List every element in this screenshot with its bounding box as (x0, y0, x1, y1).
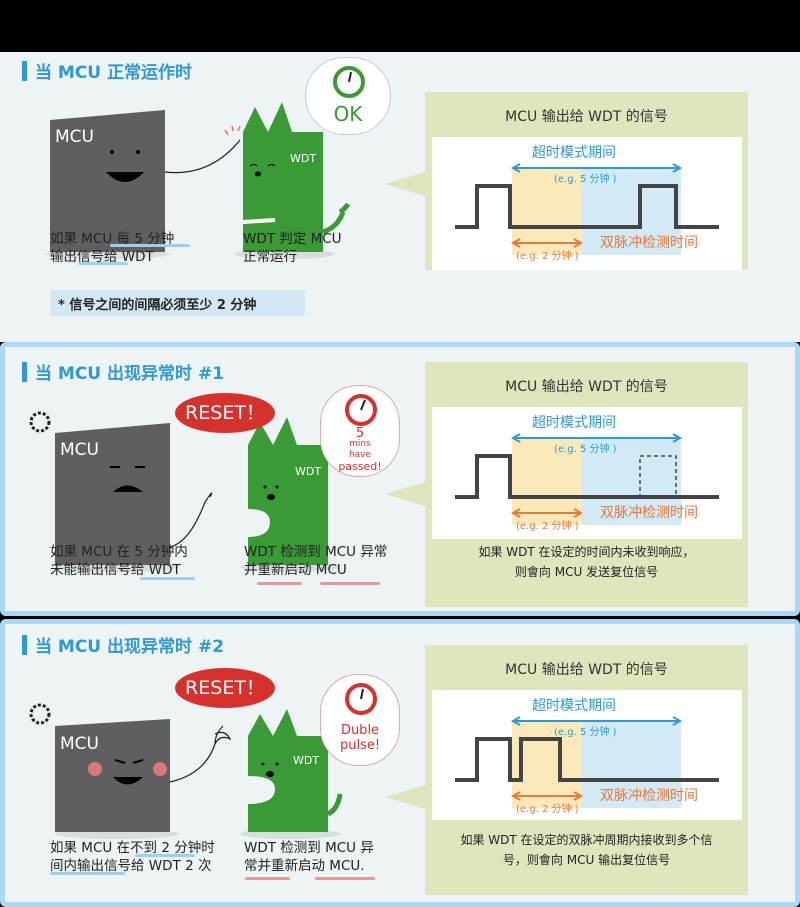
caption-wdt: WDT 检测到 MCU 异常并重新启动 MCU. (244, 840, 374, 874)
signal-box: MCU 输出给 WDT 的信号 超时模式期间 (e.g. 5 分钟 ) (e.g… (385, 645, 748, 895)
mcu-wdt-illustration: MCU WDT (29, 411, 340, 572)
ok-text: OK (333, 102, 363, 126)
svg-text:WDT: WDT (290, 152, 316, 165)
scribble-icon (29, 411, 51, 433)
signal-box: MCU 输出给 WDT 的信号 超时模式期间 (e.g. 5 分钟 ) (e.g… (385, 362, 748, 607)
explanation-text: 如果 WDT 在设定的时间内未收到响应，则會向 MCU 发送复位信号 (478, 545, 695, 579)
caption-wdt: WDT 检测到 MCU 异常并重新启动 MCU (244, 544, 388, 578)
svg-text:WDT: WDT (295, 465, 321, 478)
mcu-wdt-illustration: MCU WDT (46, 102, 351, 259)
wdt-character: WDT (240, 709, 343, 839)
svg-text:超时模式期间: 超时模式期间 (532, 415, 616, 431)
wdt-character: WDT (240, 417, 340, 572)
mcu-wdt-illustration: MCU WDT (29, 703, 343, 839)
svg-text:超时模式期间: 超时模式期间 (532, 698, 616, 714)
mcu-character: MCU (55, 719, 179, 839)
svg-text:MCU: MCU (60, 734, 99, 754)
svg-text:(e.g. 5 分钟 ): (e.g. 5 分钟 ) (554, 442, 617, 455)
section-title-text: 当 MCU 正常运作时 (35, 63, 193, 83)
section-title-text: 当 MCU 出现异常时 #2 (35, 637, 225, 657)
section-title-text: 当 MCU 出现异常时 #1 (35, 364, 225, 384)
caption-mcu: 如果 MCU 在不到 2 分钟时间内输出信号给 WDT 2 次 (50, 840, 215, 874)
waveform: 超时模式期间 (e.g. 5 分钟 ) (e.g. 2 分钟 ) 双脉冲检测时间 (432, 690, 742, 820)
section-title: 当 MCU 正常运作时 (22, 58, 192, 83)
waveform: 超时模式期间 (e.g. 5 分钟 ) (e.g. 2 分钟 ) 双脉冲检测时间 (432, 407, 742, 539)
section-title: 当 MCU 出现异常时 #2 (22, 632, 224, 657)
signal-title: MCU 输出给 WDT 的信号 (505, 662, 668, 678)
reset-bubble: RESET！ (175, 668, 275, 708)
clock-icon (345, 683, 377, 715)
scribble-icon (29, 703, 51, 725)
svg-text:MCU: MCU (55, 127, 94, 147)
signal-title: MCU 输出给 WDT 的信号 (505, 109, 668, 125)
svg-text:双脉冲检测时间: 双脉冲检测时间 (600, 505, 698, 521)
svg-text:(e.g. 2 分钟 ): (e.g. 2 分钟 ) (516, 802, 579, 815)
mcu-character: MCU (55, 423, 179, 572)
svg-text:(e.g. 5 分钟 ): (e.g. 5 分钟 ) (554, 172, 617, 185)
interval-note: * 信号之间的间隔必须至少 2 分钟 (50, 290, 305, 316)
waveform: 超时模式期间 (e.g. 5 分钟 ) (e.g. 2 分钟 ) 双脉冲检测时间 (432, 137, 742, 270)
svg-text:双脉冲检测时间: 双脉冲检测时间 (600, 235, 698, 251)
mcu-character: MCU (46, 110, 170, 259)
signal-box: MCU 输出给 WDT 的信号 超时模式期间 (e.g. 5 分钟 ) (e.g… (385, 92, 748, 270)
svg-text:超时模式期间: 超时模式期间 (532, 145, 616, 161)
reset-bubble: RESET！ (175, 393, 275, 433)
caption-mcu: 如果 MCU 每 5 分钟输出信号给 WDT (50, 231, 175, 265)
clock-icon (333, 66, 365, 98)
svg-text:(e.g. 2 分钟 ): (e.g. 2 分钟 ) (516, 519, 579, 532)
signal-title: MCU 输出给 WDT 的信号 (505, 379, 668, 395)
svg-text:(e.g. 2 分钟 ): (e.g. 2 分钟 ) (516, 249, 579, 262)
clock-icon (345, 394, 377, 426)
svg-text:双脉冲检测时间: 双脉冲检测时间 (600, 788, 698, 804)
svg-text:WDT: WDT (293, 754, 319, 767)
panel-normal: 当 MCU 正常运作时 MCU WDT OK 如果 MCU 每 5 分钟输出信号… (0, 52, 800, 342)
caption-mcu: 如果 MCU 在 5 分钟内未能输出信号给 WDT (50, 544, 188, 578)
svg-text:MCU: MCU (60, 440, 99, 460)
svg-text:(e.g. 5 分钟 ): (e.g. 5 分钟 ) (554, 725, 617, 738)
thought-bubble: OK (305, 57, 391, 135)
wdt-character: WDT (235, 102, 351, 259)
explanation-text: 如果 WDT 在设定的双脉冲周期内接收到多个信号，则會向 MCU 输出复位信号 (460, 833, 713, 867)
section-title: 当 MCU 出现异常时 #1 (22, 359, 224, 384)
